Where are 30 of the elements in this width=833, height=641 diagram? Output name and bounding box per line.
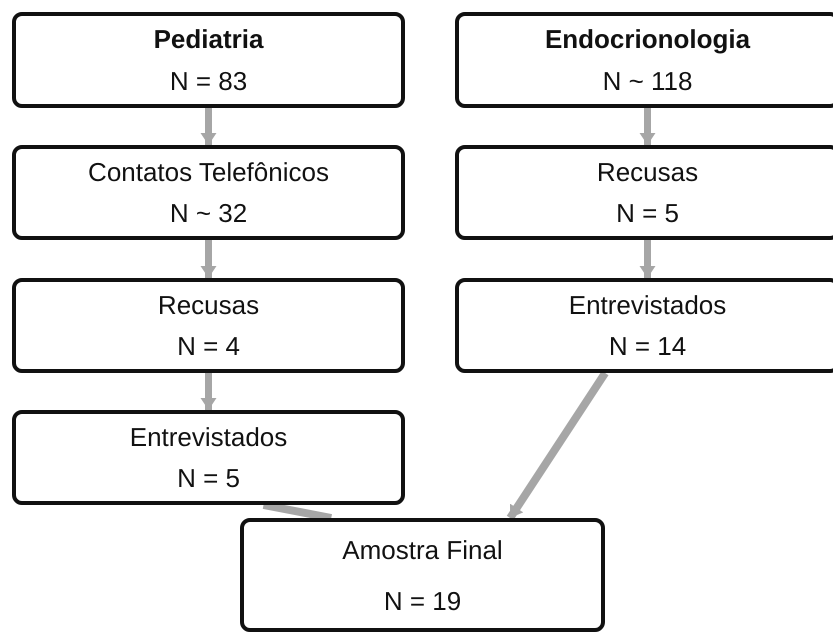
process-box <box>455 12 833 108</box>
box-heading: Contatos Telefônicos <box>88 156 329 188</box>
process-box <box>12 278 405 373</box>
arrow <box>200 240 216 278</box>
box-heading: Endocrionologia <box>544 23 750 55</box>
box-heading: Entrevistados <box>130 420 288 453</box>
arrow <box>640 240 656 278</box>
count-text: N = 5 <box>177 462 240 494</box>
count-text: N = 4 <box>177 330 240 362</box>
count-text: N = 14 <box>608 330 686 362</box>
process-box <box>12 12 405 108</box>
box-heading: Amostra Final <box>342 534 503 566</box>
arrow <box>200 108 216 145</box>
process-box <box>240 518 605 632</box>
arrow <box>200 373 216 410</box>
count-text: N ~ 118 <box>602 65 692 97</box>
box-heading: Pediatria <box>154 23 264 55</box>
process-box <box>455 278 833 373</box>
box-heading: Entrevistados <box>568 288 726 321</box>
box-heading: Recusas <box>158 288 260 321</box>
process-box <box>12 145 405 240</box>
count-text: N = 5 <box>616 197 679 230</box>
count-text: N ~ 32 <box>170 197 248 230</box>
arrow <box>640 108 656 145</box>
box-heading: Recusas <box>596 156 698 188</box>
arrow <box>506 370 608 520</box>
process-box <box>455 145 833 240</box>
count-text: N = 19 <box>384 584 462 616</box>
count-text: N = 83 <box>170 65 248 97</box>
process-box <box>12 410 405 505</box>
